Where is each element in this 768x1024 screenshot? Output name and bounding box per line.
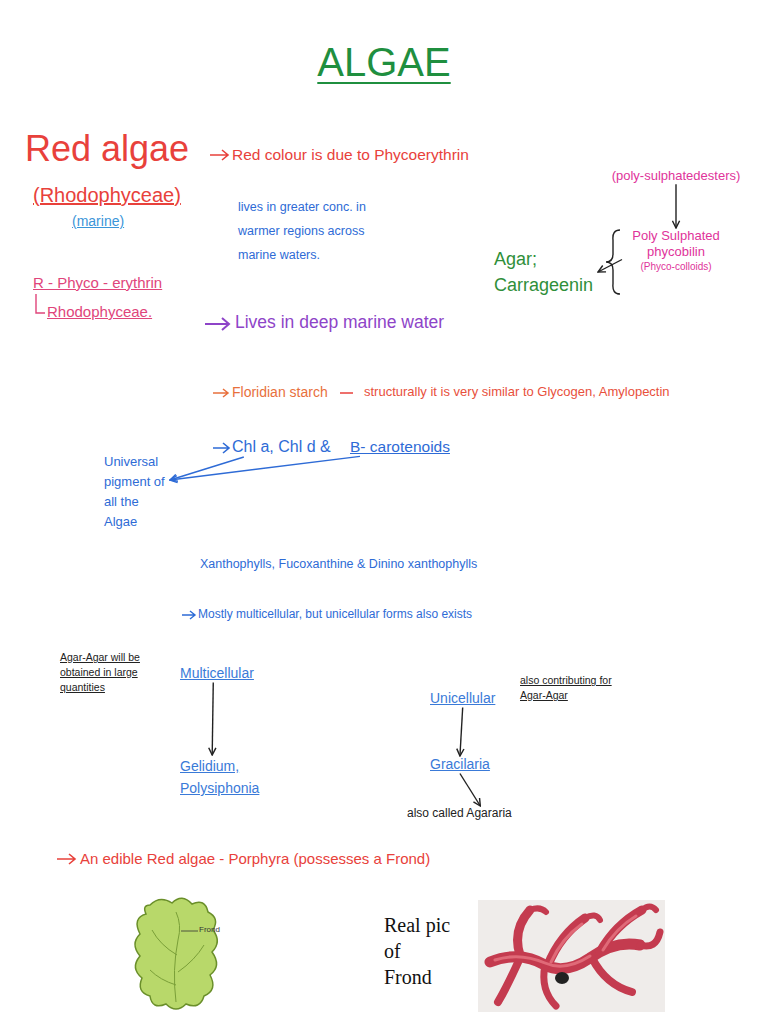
note-text: An edible Red algae - Porphyra (possesse… <box>80 850 430 869</box>
curly-brace <box>606 230 620 294</box>
node-text: B- carotenoids <box>350 437 450 456</box>
node-text: Chl a, Chl d & <box>232 437 331 457</box>
note-text: also contributing for Agar-Agar <box>520 673 612 703</box>
note-text: structurally it is very similar to Glyco… <box>364 384 670 400</box>
arrow-connector <box>170 457 244 480</box>
text-node: (poly-sulphatedesters) <box>606 168 746 184</box>
note-text: Rhodophyceae. <box>47 303 152 322</box>
note-text: lives in greater conc. in warmer regions… <box>238 195 378 267</box>
node-text: (poly-sulphatedesters) <box>606 168 746 184</box>
note-text: (marine) <box>72 213 124 231</box>
text-node: B- carotenoids <box>350 437 450 456</box>
holdfast-blob <box>555 972 569 984</box>
frond-drawing <box>135 898 217 1009</box>
node-text: Agar; Carrageenin <box>494 246 598 298</box>
arrow-connector <box>598 260 622 273</box>
node-text: Universal pigment of all the Algae <box>104 452 170 532</box>
node-text: (Phyco-colloids) <box>622 261 730 274</box>
bullet-arrow <box>182 611 195 619</box>
note-text: Agar-Agar will be obtained in large quan… <box>60 650 158 695</box>
arrow-connector <box>170 456 360 480</box>
frond-highlight <box>495 916 636 966</box>
text-node: Gelidium, Polysiphonia <box>180 755 272 799</box>
note-text: Red algae <box>25 126 189 171</box>
bullet-arrow <box>205 318 229 330</box>
node-text: Gelidium, Polysiphonia <box>180 755 272 799</box>
note-text: Frond <box>199 925 220 935</box>
note-text: Real pic of Frond <box>384 912 452 990</box>
note-text: Floridian starch <box>232 384 328 402</box>
frond-veins <box>150 912 204 1002</box>
photo-background <box>478 900 665 1012</box>
leader-line <box>181 931 198 932</box>
red-frond-photo <box>490 907 660 1007</box>
page-title: ALGAE <box>0 40 768 85</box>
bullet-arrow <box>210 150 228 160</box>
bullet-arrow <box>57 854 75 864</box>
arrow-connector <box>675 184 676 228</box>
text-node: Poly Sulphated phycobilin(Phyco-colloids… <box>622 228 730 273</box>
text-node: Unicellular <box>430 690 495 708</box>
bullet-arrow <box>213 443 229 453</box>
dash-mark <box>340 392 353 394</box>
note-text: (Rhodophyceae) <box>33 183 181 208</box>
note-text: Red colour is due to Phycoerythrin <box>232 145 469 164</box>
text-node: Gracilaria <box>430 756 490 774</box>
note-text: Lives in deep marine water <box>235 312 444 334</box>
arrow-connector <box>460 708 463 757</box>
node-text: also called Agararia <box>407 806 512 821</box>
text-node: Multicellular <box>180 665 254 683</box>
note-text: Mostly multicellular, but unicellular fo… <box>198 607 472 622</box>
bend-pointer <box>36 294 45 313</box>
text-node: Agar; Carrageenin <box>494 246 598 298</box>
node-text: Gracilaria <box>430 756 490 774</box>
arrow-connector <box>212 683 213 756</box>
bullet-arrow <box>213 389 228 397</box>
note-text: R - Phyco - erythrin <box>33 274 162 293</box>
node-text: Multicellular <box>180 665 254 683</box>
text-node: also called Agararia <box>407 806 512 821</box>
text-node: Universal pigment of all the Algae <box>104 452 170 532</box>
note-text: Xanthophylls, Fucoxanthine & Dinino xant… <box>200 557 477 573</box>
arrow-connector <box>460 774 480 807</box>
node-text: Unicellular <box>430 690 495 708</box>
node-text: Poly Sulphated phycobilin <box>622 228 730 261</box>
text-node: Chl a, Chl d & <box>232 437 331 457</box>
